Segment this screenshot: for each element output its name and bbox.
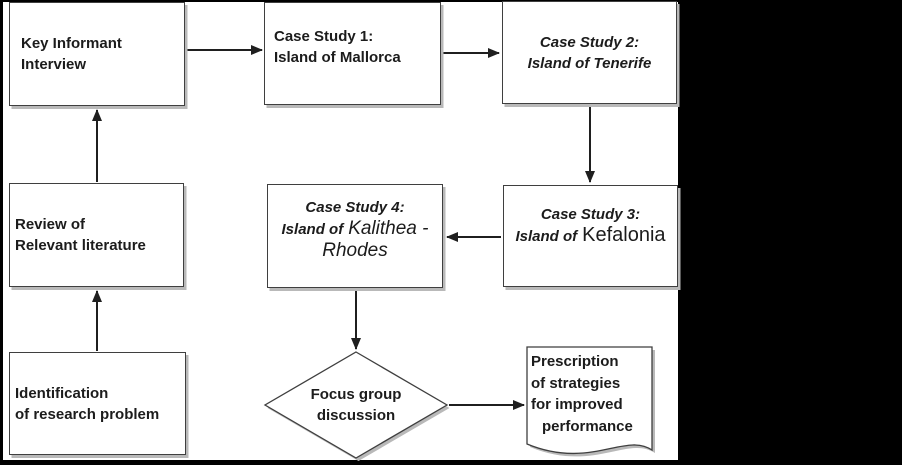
node-key-informant-interview: Key Informant Interview <box>9 2 185 106</box>
node-label-line: Rhodes <box>322 240 388 261</box>
node-label-prefix: Island of <box>515 227 578 245</box>
node-label-line: Case Study 3: <box>540 205 641 223</box>
node-label-line: Prescription <box>531 353 619 370</box>
node-label-line: Case Study 2: <box>539 33 640 51</box>
node-focus-group-discussion: Focus group discussion <box>265 352 447 458</box>
node-label-prefix: Island of <box>281 221 344 238</box>
node-label-line: for improved <box>531 396 623 413</box>
node-label-line: of strategies <box>531 374 621 392</box>
node-prescription-of-strategies: Prescription of strategies for improved … <box>531 351 649 437</box>
node-label-line: Key Informant <box>21 35 122 52</box>
node-review-of-relevant-literature: Review of Relevant literature <box>9 183 184 287</box>
node-label-line: Interview <box>21 56 87 73</box>
node-label-line: Case Study 4: <box>305 199 405 216</box>
node-label-emphasis: Kefalonia <box>582 223 666 246</box>
node-label-line: of research problem <box>15 405 160 423</box>
node-label-line: performance <box>542 417 633 435</box>
node-case-study-1: Case Study 1: Island of Mallorca <box>264 2 441 105</box>
node-case-study-2: Case Study 2: Island of Tenerife <box>502 1 677 104</box>
node-label-line: Review of <box>15 216 86 233</box>
node-label-line: Case Study 1: <box>274 27 374 45</box>
node-label-line: discussion <box>316 407 396 424</box>
node-label-line: Focus group <box>310 386 402 403</box>
node-label-emphasis: Kalithea - <box>348 218 429 239</box>
node-label-line: Relevant literature <box>15 237 146 254</box>
node-label-line: Island of Tenerife <box>527 54 652 72</box>
node-label-line: Island of Mallorca <box>274 48 401 66</box>
node-identification-of-research-problem: Identification of research problem <box>9 352 186 455</box>
node-label-line: Identification <box>15 384 109 402</box>
